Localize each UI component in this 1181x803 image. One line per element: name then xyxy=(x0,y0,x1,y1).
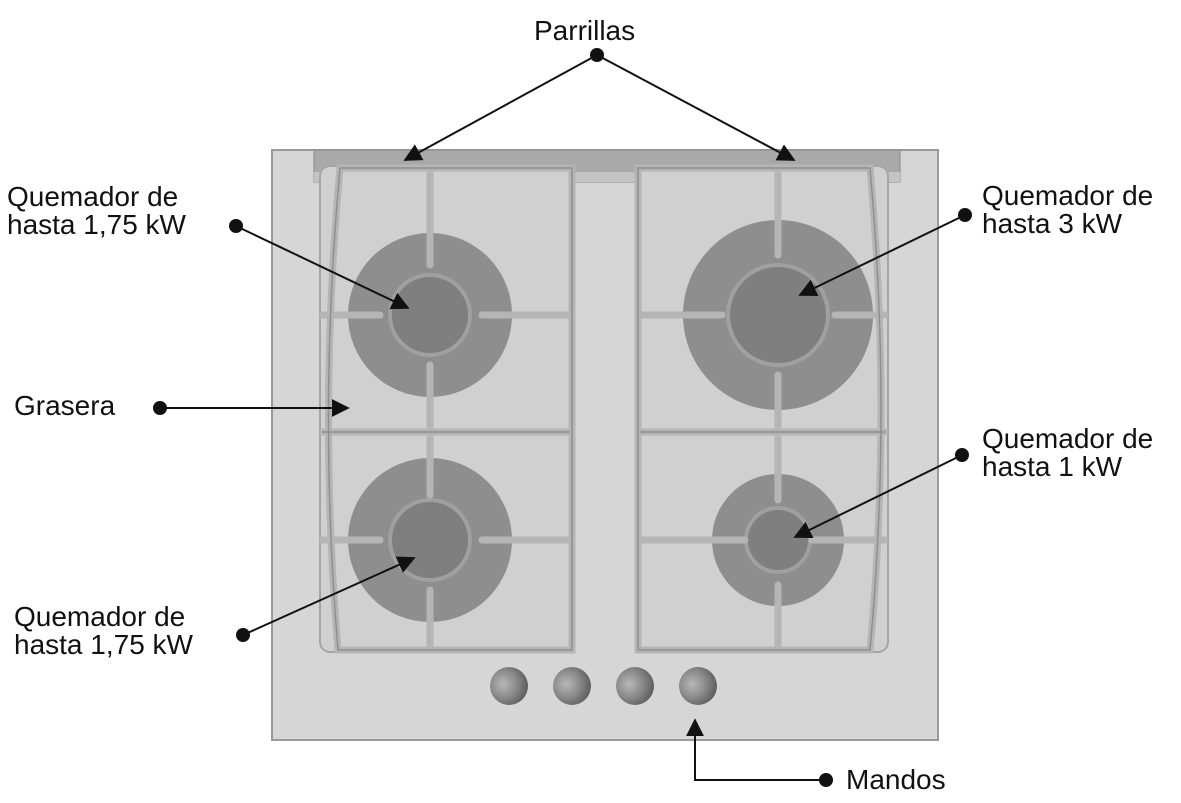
label-grasera: Grasera xyxy=(14,392,115,420)
label-burner-bottom-left: Quemador de hasta 1,75 kW xyxy=(14,603,193,659)
control-knobs xyxy=(490,667,717,705)
knob-1[interactable] xyxy=(490,667,528,705)
knob-3[interactable] xyxy=(616,667,654,705)
label-burner-bottom-left-line2: hasta 1,75 kW xyxy=(14,629,193,660)
leader-dots xyxy=(153,48,972,787)
label-parrillas: Parrillas xyxy=(534,17,635,45)
label-burner-top-right: Quemador de hasta 3 kW xyxy=(982,182,1153,238)
label-burner-top-left: Quemador de hasta 1,75 kW xyxy=(7,183,186,239)
label-burner-bottom-right-line1: Quemador de xyxy=(982,423,1154,454)
label-parrillas-text: Parrillas xyxy=(534,15,636,46)
label-burner-bottom-right: Quemador de hasta 1 kW xyxy=(982,425,1153,481)
burner-top-right xyxy=(683,220,873,410)
knob-2[interactable] xyxy=(553,667,591,705)
burner-bottom-left xyxy=(348,458,512,622)
label-grasera-text: Grasera xyxy=(14,390,116,421)
knob-4[interactable] xyxy=(679,667,717,705)
burner-top-left xyxy=(348,233,512,397)
leader-lines xyxy=(160,54,966,781)
label-burner-top-left-line1: Quemador de xyxy=(7,181,179,212)
label-burner-top-right-line1: Quemador de xyxy=(982,180,1154,211)
label-burner-bottom-right-line2: hasta 1 kW xyxy=(982,451,1123,482)
label-mandos-text: Mandos xyxy=(846,764,946,795)
label-burner-top-left-line2: hasta 1,75 kW xyxy=(7,209,186,240)
label-burner-bottom-left-line1: Quemador de xyxy=(14,601,186,632)
label-burner-top-right-line2: hasta 3 kW xyxy=(982,208,1123,239)
label-mandos: Mandos xyxy=(846,766,946,794)
